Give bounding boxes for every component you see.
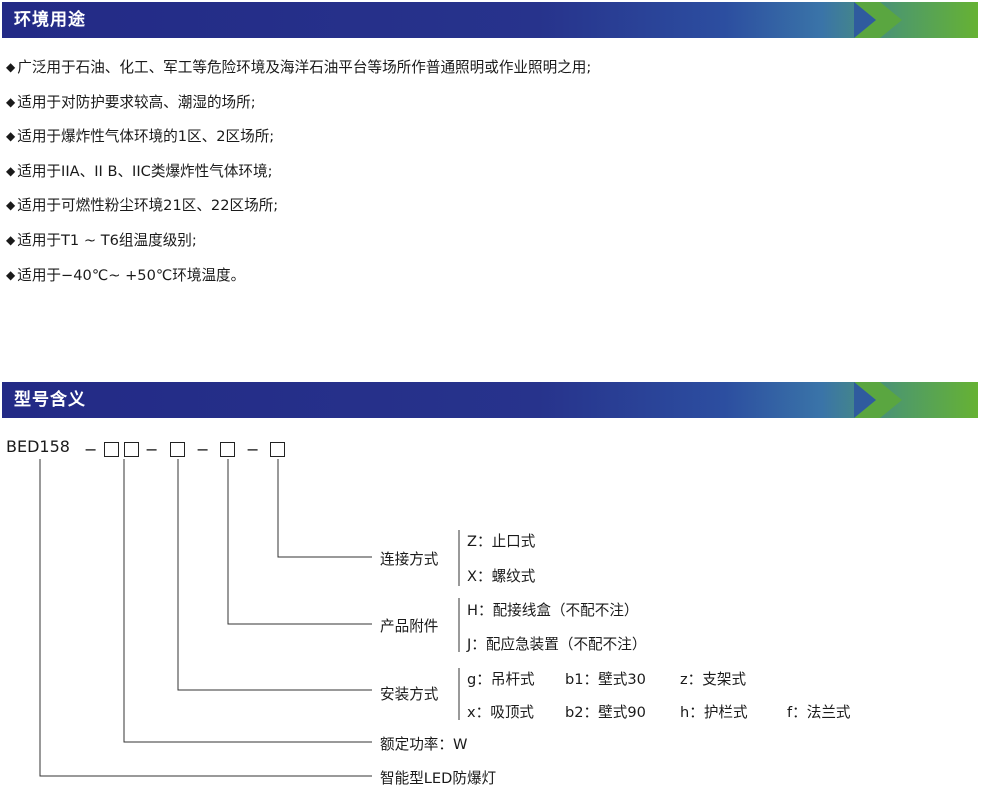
list-item: ◆适用于对防护要求较高、潮湿的场所;: [6, 93, 256, 111]
option-mounting-h: h：护栏式: [680, 704, 748, 721]
option-accessory-h: H：配接线盒（不配不注）: [467, 602, 639, 619]
diamond-bullet-icon: ◆: [6, 198, 16, 213]
placeholder-box: [124, 442, 139, 457]
environment-list: ◆广泛用于石油、化工、军工等危险环境及海洋石油平台等场所作普通照明或作业照明之用…: [6, 57, 591, 299]
diamond-bullet-icon: ◆: [6, 94, 16, 109]
separator-dash: −: [246, 440, 260, 459]
label-rated-power: 额定功率：W: [380, 736, 468, 753]
list-item: ◆适用于T1 ~ T6组温度级别;: [6, 231, 197, 249]
separator-dash: −: [84, 440, 98, 459]
option-mounting-x: x：吸顶式: [467, 704, 535, 721]
label-product-name: 智能型LED防爆灯: [380, 770, 497, 787]
option-accessory-j: J：配应急装置（不配不注）: [467, 636, 647, 653]
separator-dash: −: [196, 440, 210, 459]
option-mounting-b2: b2：壁式90: [565, 704, 646, 721]
model-code-row: BED158 − − − −: [6, 437, 306, 461]
label-mounting-method: 安装方式: [380, 686, 439, 703]
placeholder-box: [170, 442, 185, 457]
placeholder-box: [220, 442, 235, 457]
diamond-bullet-icon: ◆: [6, 267, 16, 282]
section-title-environment: 环境用途: [14, 10, 86, 30]
option-mounting-g: g：吊杆式: [467, 671, 535, 688]
diamond-bullet-icon: ◆: [6, 232, 16, 247]
list-item: ◆适用于爆炸性气体环境的1区、2区场所;: [6, 128, 275, 146]
label-accessory: 产品附件: [380, 618, 439, 635]
option-mounting-f: f：法兰式: [787, 704, 851, 721]
banner-arrow-icon: [854, 382, 902, 418]
diamond-bullet-icon: ◆: [6, 129, 16, 144]
diamond-bullet-icon: ◆: [6, 60, 16, 74]
option-connection-x: X：螺纹式: [467, 568, 536, 585]
diamond-bullet-icon: ◆: [6, 163, 16, 178]
list-item: ◆适用于IIA、II B、IIC类爆炸性气体环境;: [6, 162, 273, 180]
list-item: ◆广泛用于石油、化工、军工等危险环境及海洋石油平台等场所作普通照明或作业照明之用…: [6, 59, 592, 76]
label-connection-method: 连接方式: [380, 551, 439, 568]
section-banner-environment: 环境用途: [2, 2, 978, 38]
list-item: ◆适用于可燃性粉尘环境21区、22区场所;: [6, 197, 279, 215]
section-banner-model: 型号含义: [2, 382, 978, 418]
placeholder-box: [270, 442, 285, 457]
separator-dash: −: [145, 440, 159, 459]
option-mounting-b1: b1：壁式30: [565, 671, 646, 688]
banner-arrow-icon: [854, 2, 902, 38]
option-connection-z: Z：止口式: [467, 533, 536, 550]
list-item: ◆适用于−40℃~ +50℃环境温度。: [6, 266, 246, 284]
model-code: BED158: [6, 437, 70, 456]
placeholder-box: [104, 442, 119, 457]
section-title-model: 型号含义: [14, 390, 86, 410]
option-mounting-z: z：支架式: [680, 671, 747, 688]
